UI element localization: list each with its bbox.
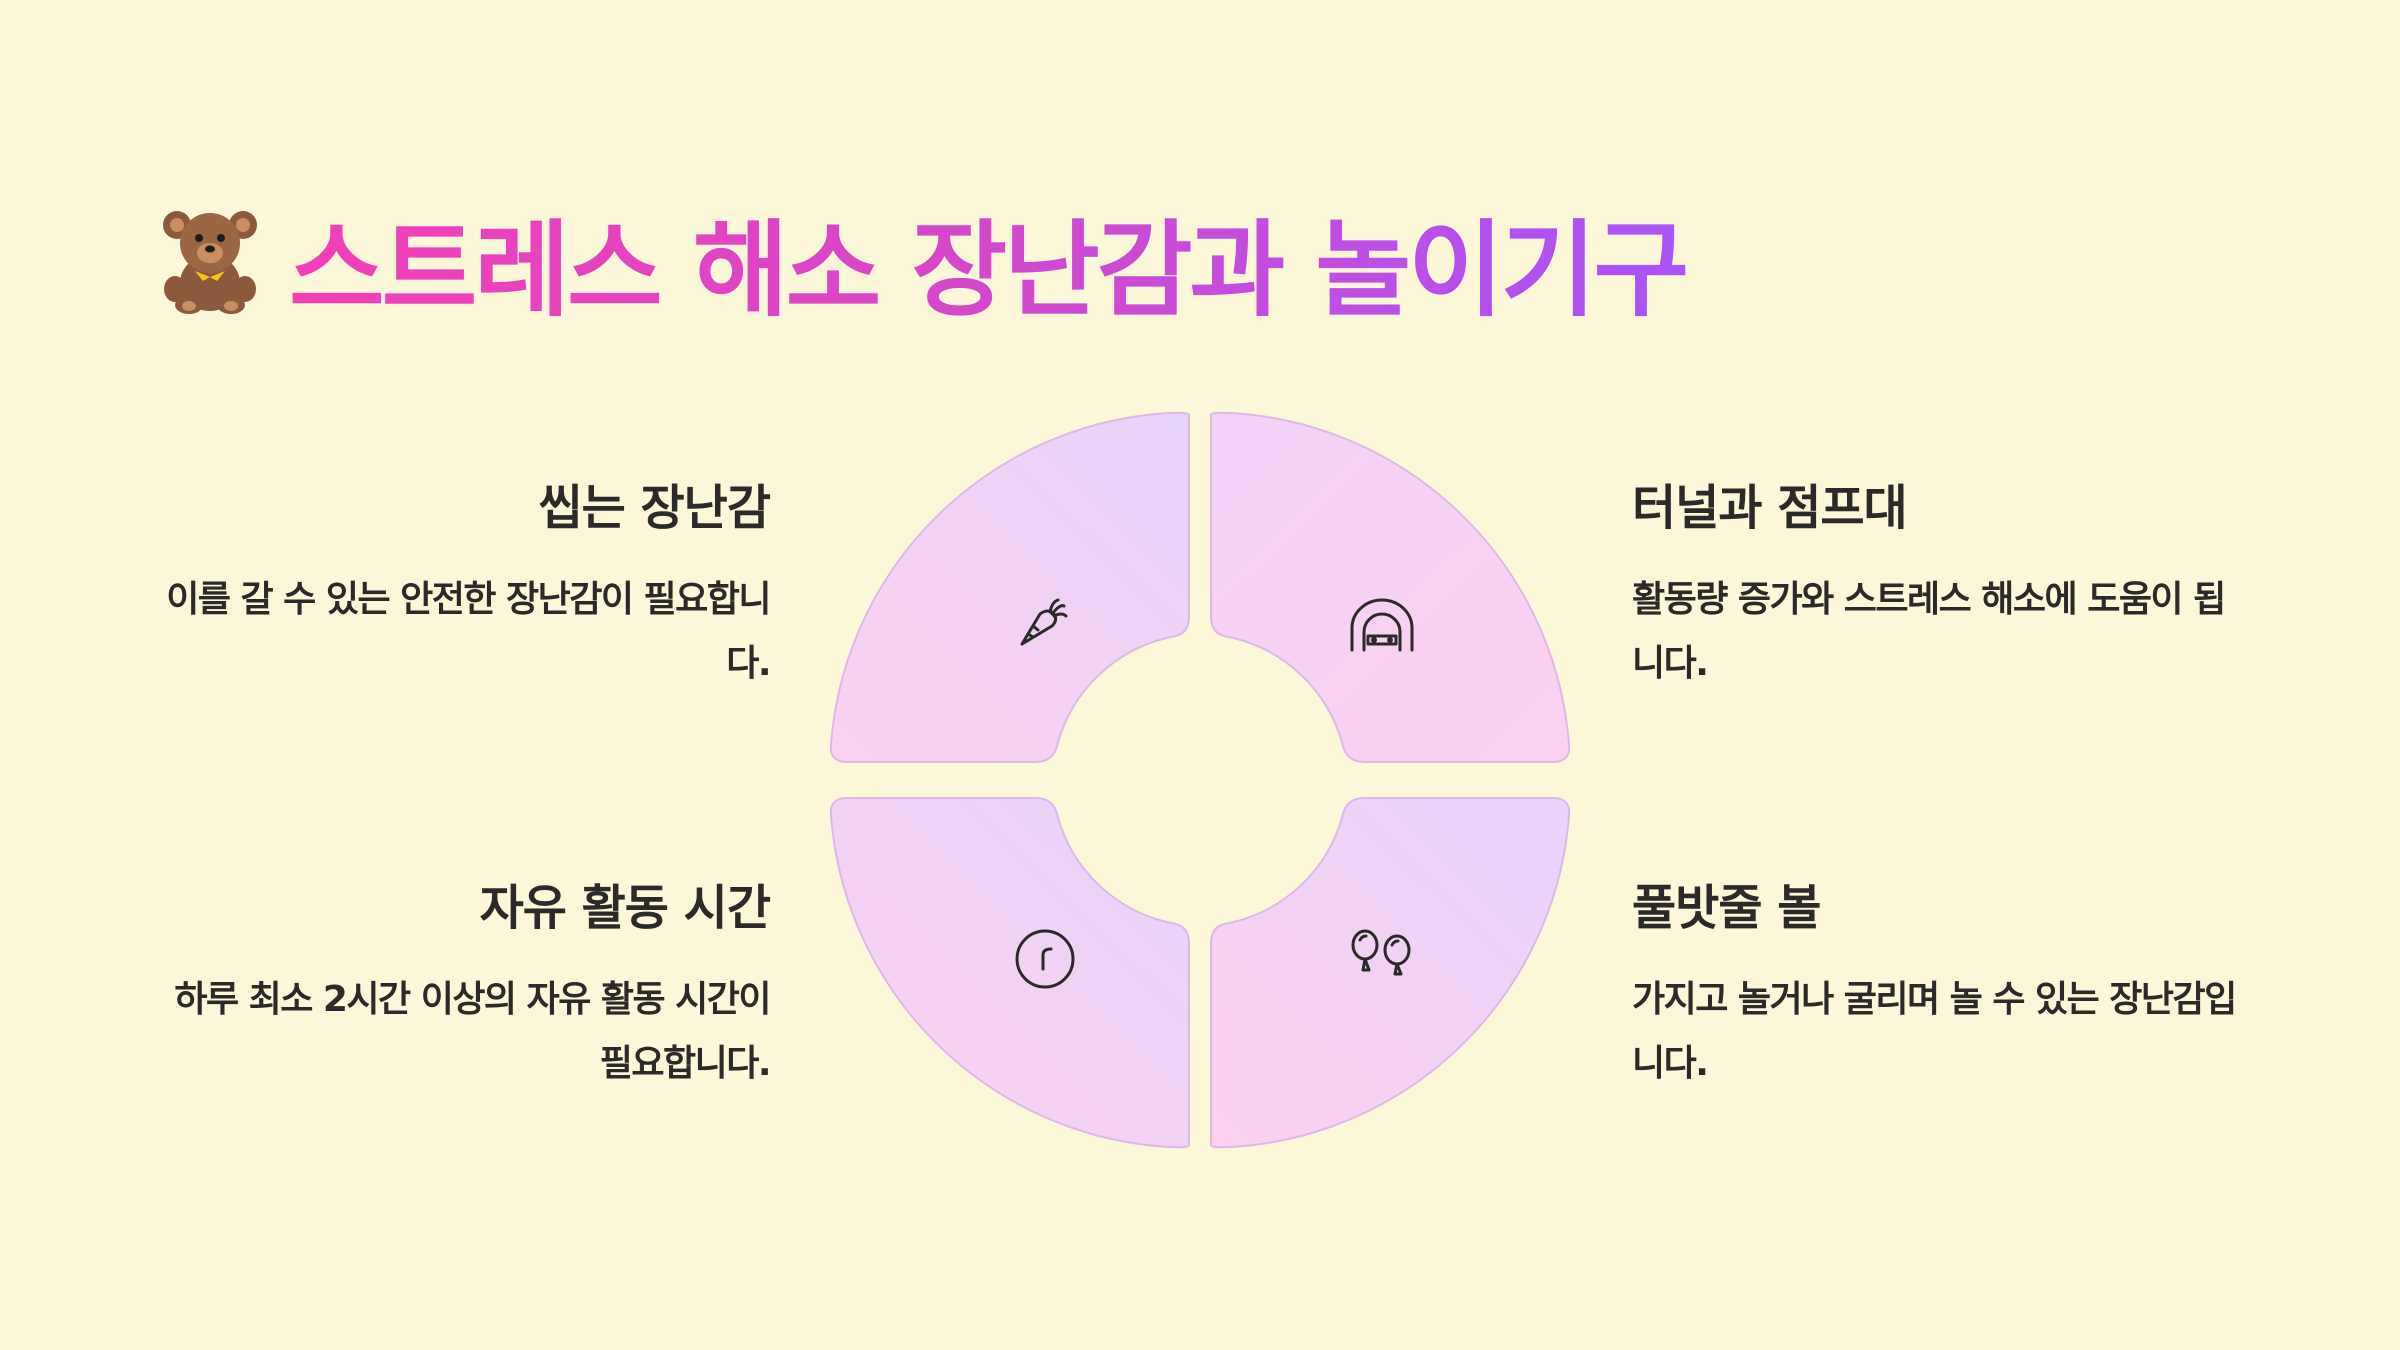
carrot-icon xyxy=(1020,598,1068,646)
item-chew-toy: 씹는 장난감 이를 갈 수 있는 안전한 장난감이 필요합니다. xyxy=(150,468,771,696)
teddy-bear-icon xyxy=(155,200,265,320)
item-description: 가지고 놀거나 굴리며 놀 수 있는 장난감입니다. xyxy=(1632,979,2237,1084)
item-tunnel: 터널과 점프대 활동량 증가와 스트레스 해소에 도움이 됩니다. xyxy=(1632,468,2252,696)
cycle-diagram xyxy=(829,411,1571,1149)
segment-bottom-right xyxy=(1210,797,1571,1149)
segment-top-right xyxy=(1210,411,1571,763)
item-title: 터널과 점프대 xyxy=(1632,480,1908,536)
item-description: 이를 갈 수 있는 안전한 장난감이 필요합니다. xyxy=(166,579,771,684)
item-description: 활동량 증가와 스트레스 해소에 도움이 됩니다. xyxy=(1632,579,2226,684)
tunnel-icon xyxy=(1350,598,1414,652)
page-title: 스트레스 해소 장난감과 놀이기구 xyxy=(289,185,1689,336)
item-title: 자유 활동 시간 xyxy=(479,880,771,936)
segment-bottom-left xyxy=(829,797,1190,1149)
item-title: 풀밧줄 볼 xyxy=(1632,880,1821,936)
item-free-time: 자유 활동 시간 하루 최소 2시간 이상의 자유 활동 시간이 필요합니다. xyxy=(150,868,771,1096)
segment-top-left xyxy=(829,411,1190,763)
clock-icon xyxy=(1015,929,1075,989)
title-row: 스트레스 해소 장난감과 놀이기구 xyxy=(155,190,1689,331)
item-title: 씹는 장난감 xyxy=(538,480,771,536)
item-description: 하루 최소 2시간 이상의 자유 활동 시간이 필요합니다. xyxy=(174,979,771,1084)
balloons-icon xyxy=(1351,929,1411,976)
item-rope-ball: 풀밧줄 볼 가지고 놀거나 굴리며 놀 수 있는 장난감입니다. xyxy=(1632,868,2252,1096)
